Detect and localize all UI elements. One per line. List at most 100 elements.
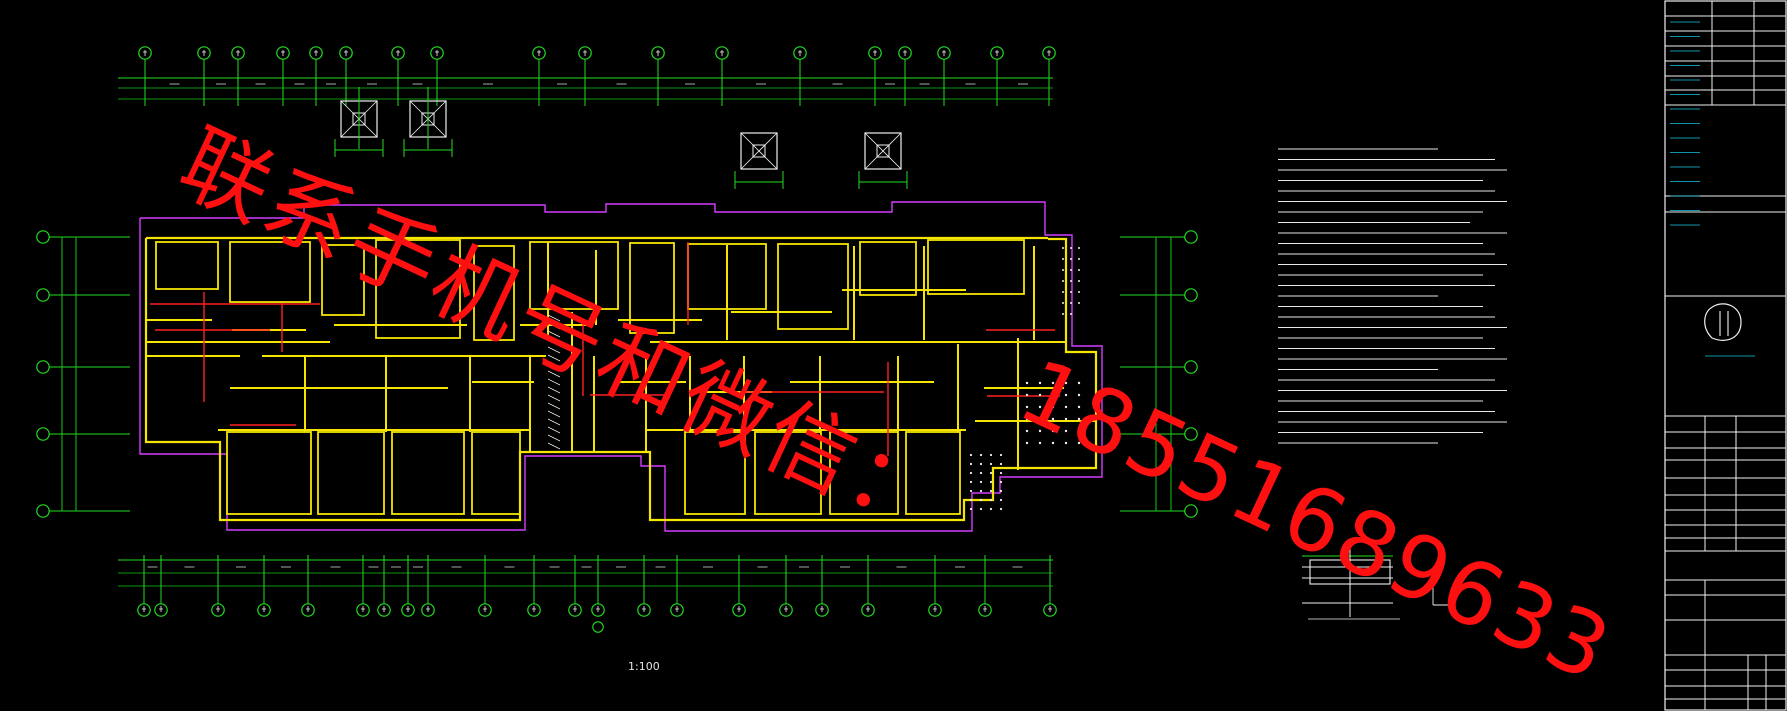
shaft-core <box>876 144 890 158</box>
speckle-fill <box>989 462 993 466</box>
speckle-fill <box>1051 393 1055 397</box>
bottom-axis-glyph <box>1048 606 1052 612</box>
bottom-axis-glyph <box>142 606 146 612</box>
stair-hatch <box>547 330 561 338</box>
speckle-fill <box>1077 381 1081 385</box>
bottom-axis-glyph <box>675 606 679 612</box>
speckle-fill <box>979 462 983 466</box>
speckle-fill <box>1077 393 1081 397</box>
top-axis-glyph <box>143 50 147 56</box>
speckle-fill <box>1078 280 1080 282</box>
plan-room-wall <box>473 245 515 341</box>
bottom-axis-glyph <box>262 606 266 612</box>
top-axis-group <box>118 46 1056 106</box>
top-axis-glyph <box>202 50 206 56</box>
plan-room-wall <box>629 242 675 334</box>
speckle-fill <box>999 480 1003 484</box>
plan-room-wall <box>321 244 365 316</box>
stair-hatch <box>547 338 561 346</box>
plan-room-wall <box>229 241 311 303</box>
speckle-fill <box>1062 302 1064 304</box>
speckle-fill <box>989 489 993 493</box>
speckle-fill <box>989 498 993 502</box>
notes-column <box>1278 148 1507 444</box>
speckle-fill <box>1070 313 1072 315</box>
speckle-fill <box>1051 441 1055 445</box>
shaft-core <box>752 144 766 158</box>
bottom-axis-glyph <box>216 606 220 612</box>
bottom-axis-glyph <box>361 606 365 612</box>
plan-room-wall <box>754 431 822 515</box>
top-axis-glyph <box>798 50 802 56</box>
plan-magenta-outline <box>139 201 1103 532</box>
speckle-fill <box>1051 429 1055 433</box>
speckle-fill <box>1078 269 1080 271</box>
bottom-axis-glyph <box>642 606 646 612</box>
speckle-fill <box>1062 280 1064 282</box>
bottom-axis-glyph <box>483 606 487 612</box>
speckle-fill <box>1025 441 1029 445</box>
speckle-fill <box>979 453 983 457</box>
speckle-fill <box>1062 247 1064 249</box>
speckle-fill <box>979 471 983 475</box>
speckle-fill <box>1051 417 1055 421</box>
stair-hatch <box>547 346 561 354</box>
speckle-fill <box>1038 393 1042 397</box>
top-axis-glyph <box>236 50 240 56</box>
stair-hatch <box>547 314 561 322</box>
speckle-fill <box>989 453 993 457</box>
top-axis-glyph <box>435 50 439 56</box>
speckle-fill <box>1064 393 1068 397</box>
speckle-fill <box>999 462 1003 466</box>
plan-room-wall <box>226 431 312 515</box>
top-axis-glyph <box>720 50 724 56</box>
speckle-fill <box>1038 441 1042 445</box>
speckle-fill <box>1070 280 1072 282</box>
speckle-fill <box>989 471 993 475</box>
bottom-axis-glyph <box>306 606 310 612</box>
speckle-fill <box>1025 405 1029 409</box>
top-axis-glyph <box>995 50 999 56</box>
speckle-fill <box>1078 247 1080 249</box>
speckle-fill <box>1064 405 1068 409</box>
top-axis-glyph <box>537 50 541 56</box>
speckle-fill <box>1070 291 1072 293</box>
speckle-fill <box>989 507 993 511</box>
speckle-fill <box>999 471 1003 475</box>
bottom-axis-glyph <box>573 606 577 612</box>
bottom-axis-glyph <box>382 606 386 612</box>
speckle-fill <box>999 489 1003 493</box>
bottom-axis-glyph <box>532 606 536 612</box>
shaft-diagonal <box>740 132 778 170</box>
plan-room-wall <box>317 431 385 515</box>
bottom-axis-glyph <box>737 606 741 612</box>
bottom-axis-glyph <box>983 606 987 612</box>
speckle-fill <box>979 498 983 502</box>
speckle-fill <box>1077 429 1081 433</box>
speckle-fill <box>1078 258 1080 260</box>
top-axis-glyph <box>656 50 660 56</box>
stair-hatch <box>547 426 561 434</box>
bottom-axis-glyph <box>820 606 824 612</box>
plan-exterior-wall <box>144 237 1098 522</box>
top-axis-glyph <box>583 50 587 56</box>
speckle-fill <box>989 480 993 484</box>
speckle-fill <box>999 507 1003 511</box>
speckle-fill <box>969 453 973 457</box>
stair-hatch <box>547 386 561 394</box>
bottom-axis-group <box>118 555 1057 633</box>
plan-room-wall <box>391 431 465 515</box>
speckle-fill <box>969 471 973 475</box>
top-axis-glyph <box>344 50 348 56</box>
speckle-fill <box>1062 269 1064 271</box>
speckle-fill <box>969 498 973 502</box>
speckle-fill <box>1077 441 1081 445</box>
speckle-fill <box>1038 381 1042 385</box>
stair-hatch <box>547 402 561 410</box>
top-axis-glyph <box>873 50 877 56</box>
speckle-fill <box>1025 381 1029 385</box>
speckle-fill <box>1077 405 1081 409</box>
speckle-fill <box>1025 393 1029 397</box>
